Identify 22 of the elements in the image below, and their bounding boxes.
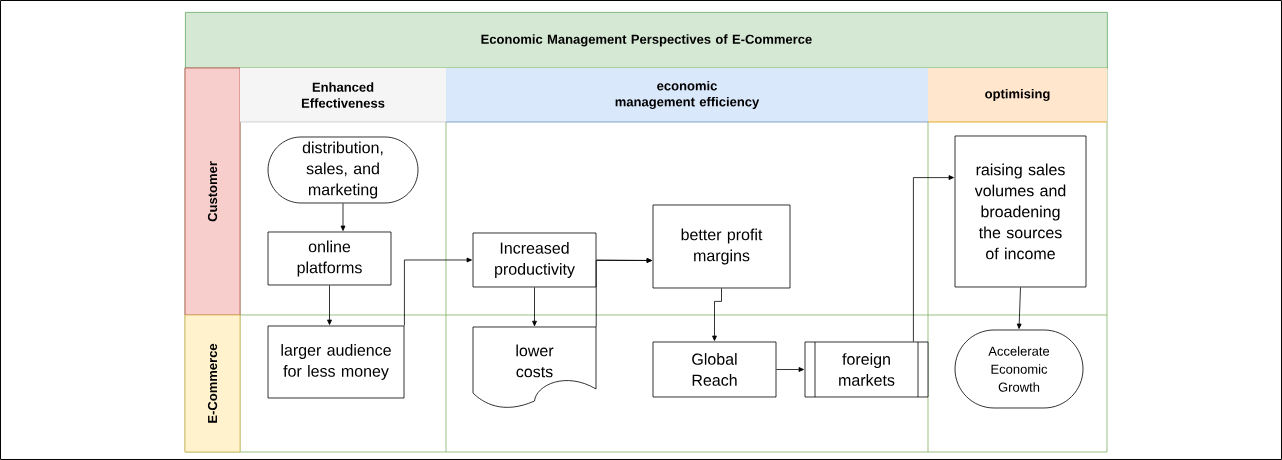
arrow <box>340 203 346 231</box>
lane-header: Customer <box>184 67 241 316</box>
process-box: Increased productivity <box>472 232 597 288</box>
process-box: better profit margins <box>652 204 791 289</box>
process-box: raising sales volumes and broadening the sources of income <box>954 135 1087 288</box>
column-header: economic management efficiency <box>445 68 929 123</box>
arrow <box>1016 287 1022 329</box>
arrow <box>327 285 332 325</box>
lane-header: E-Commerce <box>184 314 241 453</box>
arrow <box>913 175 954 342</box>
subprocess-box: foreign markets <box>804 341 929 398</box>
arrow <box>595 258 652 328</box>
column-header: optimising <box>927 68 1108 123</box>
arrow <box>712 288 722 341</box>
column-header: Enhanced Effectiveness <box>239 68 447 123</box>
arrow <box>776 367 804 372</box>
process-box: Global Reach <box>652 341 777 398</box>
process-box: online platforms <box>267 231 392 286</box>
arrow <box>532 287 537 327</box>
title-band: Economic Management Perspectives of E-Commerce <box>185 12 1108 69</box>
process-box: larger audience for less money <box>267 325 405 399</box>
arrow <box>404 257 472 326</box>
